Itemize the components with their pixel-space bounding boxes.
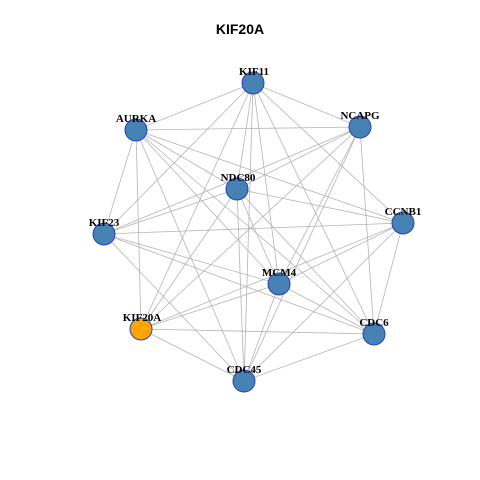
edge-ndc80-cdc6 — [236, 188, 375, 335]
edge-aurka-ndc80 — [135, 129, 238, 190]
edge-kif11-cdc6 — [252, 82, 375, 335]
edge-kif20a-cdc45 — [140, 328, 245, 382]
node-kif23 — [92, 222, 116, 246]
node-label-mcm4: MCM4 — [262, 267, 297, 279]
edge-aurka-kif23 — [103, 129, 137, 235]
edge-kif11-kif20a — [140, 82, 254, 330]
node-layer — [92, 71, 415, 393]
node-aurka — [124, 118, 148, 142]
edge-mcm4-kif20a — [140, 283, 280, 330]
figure-title: KIF20A — [215, 21, 265, 37]
edge-kif11-ncapg — [252, 82, 361, 128]
edge-aurka-ccnb1 — [135, 129, 404, 224]
edge-kif11-ccnb1 — [252, 82, 404, 224]
edge-kif11-kif23 — [103, 82, 254, 235]
edge-mcm4-cdc6 — [278, 283, 375, 335]
node-label-ccnb1: CCNB1 — [385, 206, 422, 218]
edge-aurka-cdc45 — [135, 129, 245, 382]
node-cdc6 — [362, 322, 386, 346]
node-kif11 — [241, 71, 265, 95]
node-label-ndc80: NDC80 — [221, 172, 256, 184]
node-label-kif20a: KIF20A — [123, 312, 162, 324]
edge-ndc80-cdc45 — [236, 188, 245, 382]
edge-kif23-cdc6 — [103, 233, 375, 335]
edge-ndc80-kif20a — [140, 188, 238, 330]
node-mcm4 — [267, 272, 291, 296]
node-label-kif11: KIF11 — [239, 66, 269, 78]
node-label-cdc45: CDC45 — [227, 364, 262, 376]
edge-layer — [103, 82, 404, 382]
edge-ndc80-ccnb1 — [236, 188, 404, 224]
edge-kif23-cdc45 — [103, 233, 245, 382]
edge-ccnb1-mcm4 — [278, 222, 404, 285]
edge-ccnb1-cdc6 — [373, 222, 404, 335]
edge-ncapg-ndc80 — [236, 126, 361, 190]
edge-kif11-mcm4 — [252, 82, 280, 285]
node-label-cdc6: CDC6 — [359, 317, 389, 329]
edge-kif23-mcm4 — [103, 233, 280, 285]
edge-ncapg-aurka — [135, 126, 361, 131]
node-ncapg — [348, 115, 372, 139]
edge-cdc6-cdc45 — [243, 333, 375, 382]
node-label-ncapg: NCAPG — [340, 110, 380, 122]
node-ndc80 — [225, 177, 249, 201]
node-kif20a — [129, 317, 153, 341]
edge-kif11-aurka — [135, 82, 254, 131]
edge-kif11-cdc45 — [243, 82, 254, 382]
edge-ncapg-cdc45 — [243, 126, 361, 382]
node-ccnb1 — [391, 211, 415, 235]
node-label-kif23: KIF23 — [89, 217, 120, 229]
edge-ncapg-cdc6 — [359, 126, 375, 335]
edge-mcm4-cdc45 — [243, 283, 280, 382]
edge-aurka-kif20a — [135, 129, 142, 330]
edge-kif20a-cdc6 — [140, 328, 375, 335]
node-label-aurka: AURKA — [116, 113, 156, 125]
edge-aurka-cdc6 — [135, 129, 375, 335]
edge-aurka-mcm4 — [135, 129, 280, 285]
node-cdc45 — [232, 369, 256, 393]
edge-ndc80-kif23 — [103, 188, 238, 235]
edge-kif11-ndc80 — [236, 82, 254, 190]
edge-ndc80-mcm4 — [236, 188, 280, 285]
edge-ccnb1-cdc45 — [243, 222, 404, 382]
edge-ccnb1-kif23 — [103, 222, 404, 235]
